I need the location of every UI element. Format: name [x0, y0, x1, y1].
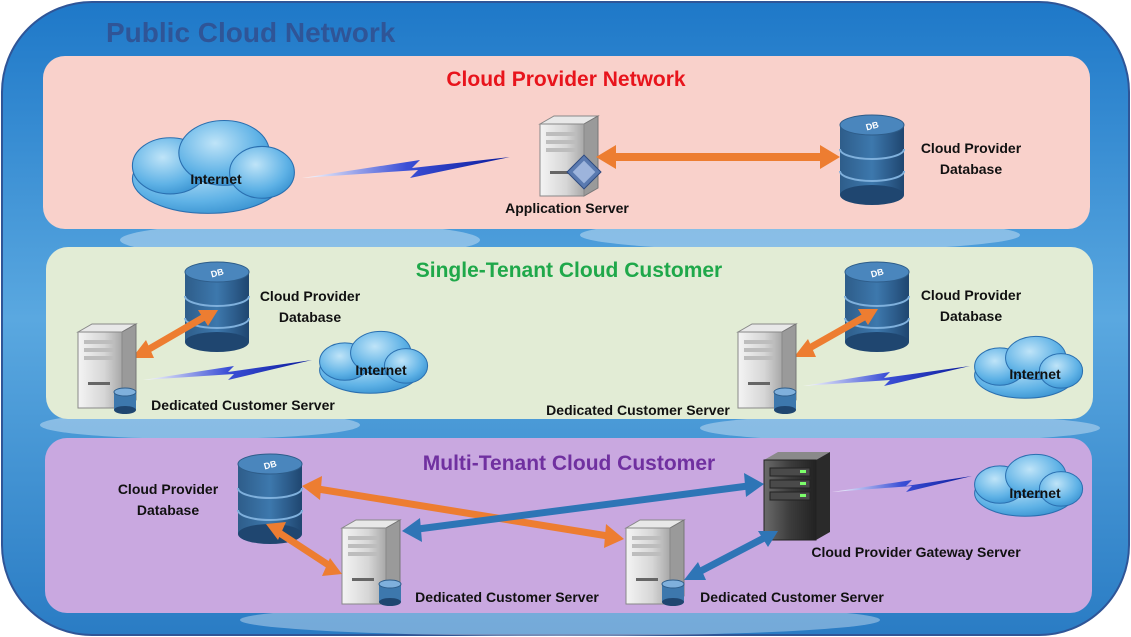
- single-right-db-label-line2: Database: [940, 308, 1002, 324]
- application-server-label: Application Server: [505, 200, 629, 216]
- multi-left-server-gateway-connection: [402, 473, 764, 542]
- single-right-db-connection: [794, 309, 878, 357]
- single-tenant-section: [46, 247, 1093, 419]
- database-icon: DB: [237, 453, 303, 544]
- server-icon: [736, 323, 798, 409]
- mini-database-icon: [773, 387, 797, 414]
- multi-db-right-server-connection: [302, 476, 624, 548]
- single-right-server-label: Dedicated Customer Server: [546, 402, 730, 418]
- provider-db-label-line1: Cloud Provider: [921, 140, 1022, 156]
- db-badge: DB: [210, 266, 226, 279]
- server-icon: [76, 323, 138, 409]
- single-left-db-label-line1: Cloud Provider: [260, 288, 361, 304]
- single-right-db-label-line1: Cloud Provider: [921, 287, 1022, 303]
- multi-db-label-line2: Database: [137, 502, 199, 518]
- lightning-link-icon: [832, 476, 972, 492]
- multi-db-left-server-connection: [266, 522, 342, 576]
- mini-database-icon: [113, 387, 137, 414]
- provider-db-connection: [596, 145, 840, 169]
- database-icon: DB: [184, 261, 250, 352]
- db-badge: DB: [865, 119, 881, 132]
- single-left-internet-label: Internet: [355, 362, 407, 378]
- lightning-link-icon: [803, 366, 970, 386]
- database-icon: DB: [839, 114, 905, 205]
- application-badge-icon: [566, 154, 602, 190]
- gateway-server-icon: [763, 452, 830, 541]
- multi-db-label-line1: Cloud Provider: [118, 481, 219, 497]
- multi-tenant-title: Multi-Tenant Cloud Customer: [423, 452, 715, 475]
- multi-left-server-label: Dedicated Customer Server: [415, 589, 599, 605]
- single-left-server-label: Dedicated Customer Server: [151, 397, 335, 413]
- lightning-link-icon: [143, 360, 312, 380]
- single-tenant-title: Single-Tenant Cloud Customer: [416, 259, 722, 282]
- db-badge: DB: [263, 458, 279, 471]
- multi-right-server-label: Dedicated Customer Server: [700, 589, 884, 605]
- multi-right-server-gateway-connection: [684, 531, 778, 580]
- single-left-db-label-line2: Database: [279, 309, 341, 325]
- provider-db-label-line2: Database: [940, 161, 1002, 177]
- gateway-server-label: Cloud Provider Gateway Server: [811, 544, 1021, 560]
- provider-title: Cloud Provider Network: [446, 68, 686, 91]
- multi-tenant-section: [45, 438, 1092, 613]
- mini-database-icon: [378, 579, 402, 606]
- mini-database-icon: [661, 579, 685, 606]
- lightning-link-icon: [302, 157, 510, 178]
- db-badge: DB: [870, 266, 886, 279]
- server-icon: [624, 519, 686, 605]
- single-right-internet-label: Internet: [1009, 366, 1061, 382]
- provider-internet-label: Internet: [190, 171, 242, 187]
- single-left-db-connection: [132, 310, 218, 358]
- multi-internet-label: Internet: [1009, 485, 1061, 501]
- database-icon: DB: [844, 261, 910, 352]
- server-icon: [538, 115, 600, 197]
- page-title: Public Cloud Network: [106, 17, 396, 48]
